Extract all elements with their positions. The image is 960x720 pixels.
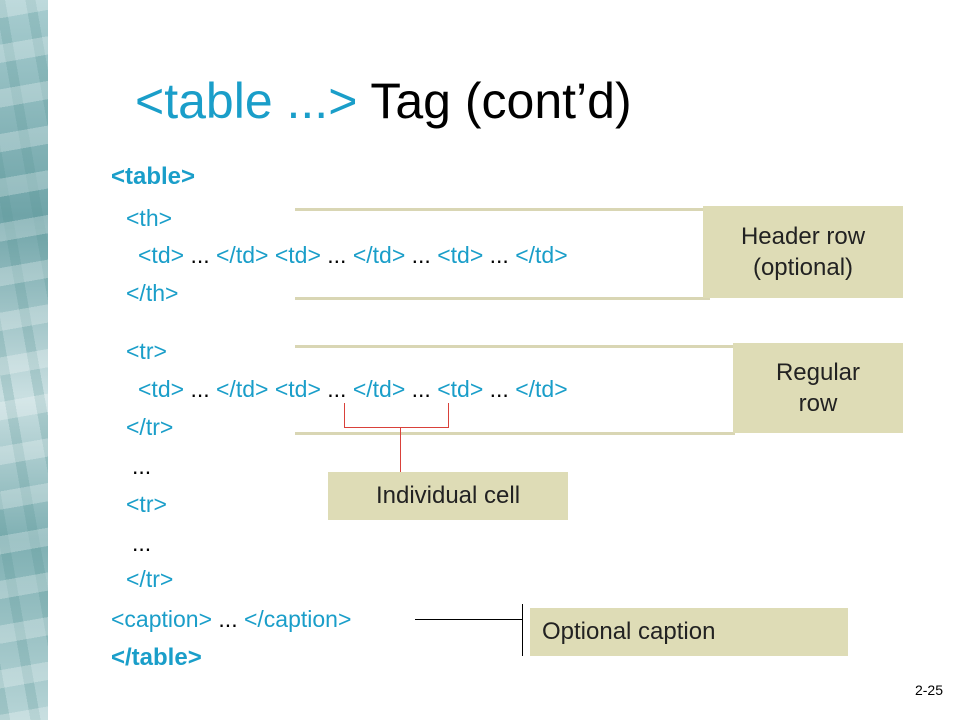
decorative-side-strip [0,0,48,720]
code-tr-close-2: </tr> [126,566,174,592]
optional-caption-label: Optional caption [530,608,848,656]
caption-pointer-vertical [522,604,523,656]
title-tag: <table ...> [135,73,358,129]
slide-title: <table ...> Tag (cont’d) [135,72,632,130]
code-tr-open-2: <tr> [126,491,167,517]
regular-row-highlight [295,345,735,435]
code-table-open: <table> [111,163,196,190]
caption-pointer-horizontal [415,619,523,620]
header-row-label: Header row (optional) [703,206,903,298]
header-row-highlight [295,208,710,300]
cell-pointer-left [344,403,345,427]
page-number: 2-25 [914,682,943,698]
individual-cell-label: Individual cell [328,472,568,520]
code-tr-open-1: <tr> [126,338,167,364]
code-th-open: <th> [126,205,173,231]
regular-row-label: Regular row [733,343,903,433]
code-tr-close-1: </tr> [126,414,174,440]
code-regular-cells: <td> ... </td> <td> ... </td> ... <td> .… [138,376,568,402]
code-ellipsis-1: ... [132,453,152,479]
cell-pointer-right [448,403,449,427]
code-caption: <caption> ... </caption> [111,606,352,632]
cell-pointer-stem [400,427,401,472]
title-text: Tag (cont’d) [357,73,632,129]
code-ellipsis-2: ... [132,530,152,556]
code-table-close: </table> [111,644,202,671]
code-header-cells: <td> ... </td> <td> ... </td> ... <td> .… [138,242,568,268]
code-th-close: </th> [126,280,179,306]
cell-pointer-base [344,427,449,428]
